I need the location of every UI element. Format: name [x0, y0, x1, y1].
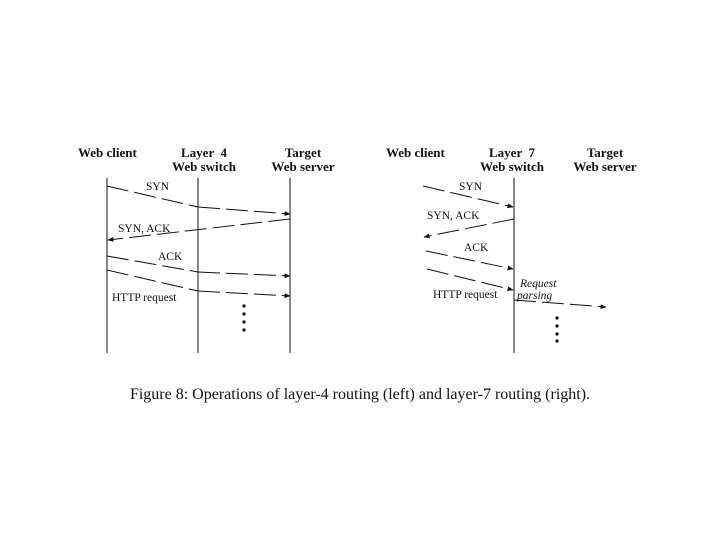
parsing-line1: Request — [520, 278, 557, 290]
right-server-line2: Web server — [573, 159, 637, 174]
left-switch-line1: Layer 4 — [181, 145, 227, 160]
right-arrow-syn-ack — [423, 218, 515, 239]
right-arrow-forward — [513, 299, 607, 309]
right-arrow-http — [426, 268, 514, 292]
left-arrow-syn-ack — [107, 218, 291, 242]
left-continuation-dots — [242, 304, 246, 332]
left-label-ack: ACK — [158, 251, 183, 263]
right-label-syn-ack: SYN, ACK — [427, 210, 480, 222]
right-continuation-dots — [555, 316, 559, 343]
left-label-syn: SYN — [146, 181, 170, 193]
right-header-web-server: Target Web server — [566, 146, 644, 174]
right-label-syn: SYN — [459, 181, 483, 193]
parsing-line2: parsing — [517, 290, 553, 302]
left-header-web-server: Target Web server — [264, 146, 342, 174]
left-label-syn-ack: SYN, ACK — [118, 223, 171, 235]
left-arrow-ack-2 — [197, 271, 291, 279]
right-header-web-switch: Layer 7 Web switch — [472, 146, 552, 174]
right-header-web-client: Web client — [386, 145, 445, 160]
right-arrow-syn — [422, 185, 514, 209]
right-arrow-ack — [425, 250, 514, 271]
left-arrow-syn-1 — [106, 185, 199, 208]
left-arrow-http-2 — [197, 290, 291, 299]
right-switch-line2: Web switch — [480, 159, 544, 174]
right-label-ack: ACK — [464, 242, 489, 254]
left-arrow-http-1 — [106, 269, 199, 292]
left-arrow-syn-2 — [197, 206, 291, 216]
left-server-line2: Web server — [271, 159, 335, 174]
left-switch-line2: Web switch — [172, 159, 236, 174]
left-header-web-client: Web client — [78, 145, 137, 160]
figure-caption: Figure 8: Operations of layer-4 routing … — [129, 386, 591, 403]
right-switch-line1: Layer 7 — [489, 145, 535, 160]
right-server-line1: Target — [586, 145, 624, 160]
left-header-web-switch: Layer 4 Web switch — [166, 146, 242, 174]
right-label-request-parsing: Request parsing — [517, 278, 556, 302]
left-arrow-ack-1 — [106, 255, 199, 273]
left-label-http-request: HTTP request — [112, 292, 177, 304]
left-server-line1: Target — [284, 145, 322, 160]
right-label-http-request: HTTP request — [433, 289, 498, 301]
